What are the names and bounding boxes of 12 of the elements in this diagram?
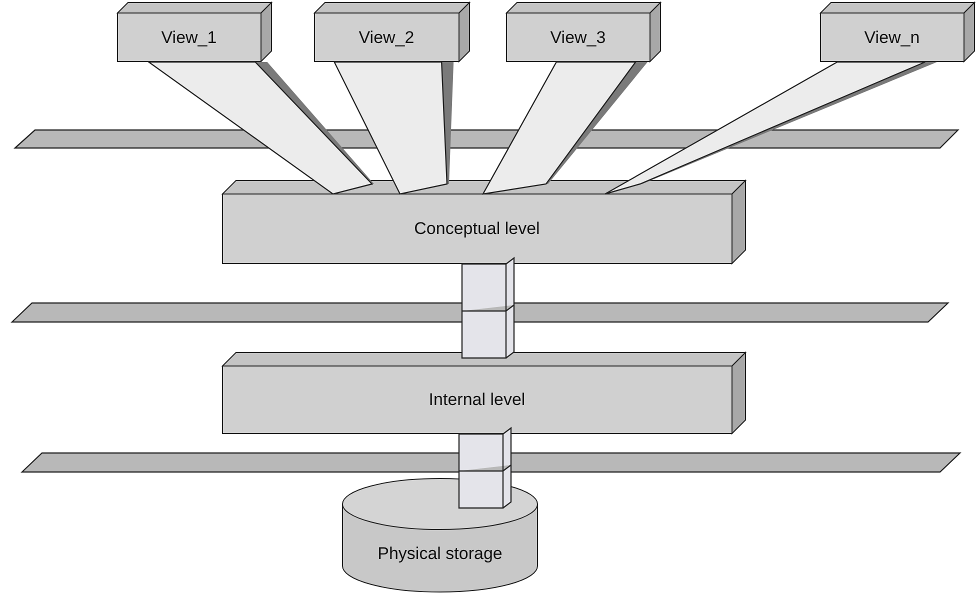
view-mapping-beam xyxy=(604,61,926,195)
level-label: Conceptual level xyxy=(414,219,540,239)
storage-label: Physical storage xyxy=(378,544,502,564)
level-label: Internal level xyxy=(428,390,526,410)
view-label: View_2 xyxy=(358,28,414,48)
view-mapping-beam xyxy=(146,61,374,195)
mapping-pillar xyxy=(458,426,512,509)
view-mapping-beam xyxy=(333,61,448,195)
view-mapping-beam xyxy=(482,61,637,195)
view-label: View_n xyxy=(864,28,920,48)
view-label: View_1 xyxy=(161,28,217,48)
view-label: View_3 xyxy=(550,28,606,48)
